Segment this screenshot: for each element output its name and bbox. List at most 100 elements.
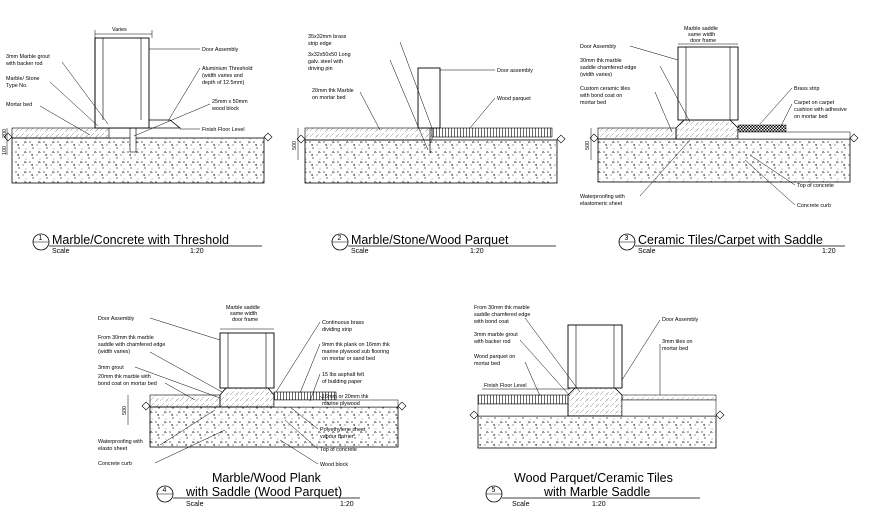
detail-5-label: Door Assembly <box>662 317 699 323</box>
detail-1-label: Door Assembly <box>202 47 239 53</box>
detail-4-scale-value: 1:20 <box>340 501 354 508</box>
detail-2-label: Wood parquet <box>497 96 531 102</box>
detail-3-dim-500: 500 <box>585 141 591 150</box>
detail-2-label: strip edge <box>308 41 332 47</box>
detail-3-number: 3 <box>625 235 629 242</box>
detail-1-number: 1 <box>39 235 43 242</box>
detail-5-label: with backer rod <box>473 339 511 345</box>
detail-4-scale-label: Scale <box>186 501 204 508</box>
detail-1-label: Finish Floor Level <box>202 127 245 133</box>
detail-4-label: of building paper <box>322 379 362 385</box>
detail-5-saddle <box>567 387 623 417</box>
detail-4-label: Concrete curb <box>98 461 132 467</box>
detail-1-label: Aluminium Threshold <box>202 66 253 72</box>
detail-2-wood-parquet <box>431 127 553 138</box>
detail-4-label: Continuous brass <box>322 320 364 326</box>
detail-4-title: Marble/Wood Plank <box>212 471 322 485</box>
detail-3-dim-saddle: door frame <box>690 38 716 44</box>
detail-4-label: Door Assembly <box>98 316 135 322</box>
detail-3-label: on mortar bed <box>794 114 828 120</box>
detail-4-label: marine plywood sub flooring <box>322 349 389 355</box>
detail-1-scale-value: 1:20 <box>190 248 204 255</box>
detail-3-label: Brass strip <box>794 86 819 92</box>
detail-4-dim-saddle: same width <box>230 311 257 317</box>
detail-4-dim-saddle: Marble saddle <box>226 305 260 311</box>
detail-3-label: Top of concrete <box>797 183 834 189</box>
detail-1-title: Marble/Concrete with Threshold <box>52 233 229 247</box>
detail-1: Varies 100 200 3mm Marble grout with bac… <box>2 27 273 255</box>
detail-5-label: mortar bed <box>474 361 500 367</box>
detail-2-marble-layer <box>304 127 433 141</box>
detail-4: Marble saddle same width door frame 500 … <box>98 305 407 508</box>
detail-3-label: Door Assembly <box>580 44 617 50</box>
detail-5-label: From 30mm thk marble <box>474 305 530 311</box>
detail-4-concrete-slab <box>149 406 399 448</box>
detail-2: 500 35x32mm brass strip edge 3x32x50x50 … <box>292 34 566 255</box>
detail-2-label: galv. steel with <box>308 59 343 65</box>
detail-4-dim-500: 500 <box>122 406 128 415</box>
detail-4-saddle <box>219 387 275 408</box>
detail-1-label: with backer rod <box>5 61 43 67</box>
detail-1-scale-label: Scale <box>52 248 70 255</box>
detail-5-label: 3mm marble grout <box>474 332 518 338</box>
detail-2-scale-label: Scale <box>351 248 369 255</box>
detail-4-label: Top of concrete <box>320 447 357 453</box>
detail-3-scale-value: 1:20 <box>822 248 836 255</box>
detail-3-title: Ceramic Tiles/Carpet with Saddle <box>638 233 823 247</box>
detail-5-title-line2: with Marble Saddle <box>543 485 650 499</box>
detail-3-label: Custom ceramic tiles <box>580 86 630 92</box>
detail-3-ceramic-tiles <box>597 127 677 140</box>
detail-5-scale-value: 1:20 <box>592 501 606 508</box>
detail-2-title: Marble/Stone/Wood Parquet <box>351 233 509 247</box>
detail-3-dim-saddle: Marble saddle <box>684 26 718 32</box>
detail-1-door-frame <box>94 37 150 129</box>
detail-4-label: dividing strip <box>322 327 352 333</box>
detail-3-concrete-slab <box>597 138 851 183</box>
detail-4-label: saddle with chamfered edge <box>98 342 165 348</box>
detail-4-label: vapour barrier <box>320 434 354 440</box>
detail-5: From 30mm thk marble saddle chamfered ed… <box>469 305 725 508</box>
detail-4-label: (width varies) <box>98 349 130 355</box>
detail-4-label: Wood block <box>320 462 348 468</box>
detail-5-wood-parquet <box>477 394 569 405</box>
detail-1-label: Marble/ Stone <box>6 76 40 82</box>
detail-2-label: 20mm thk Marble <box>312 88 354 94</box>
detail-4-door-frame <box>219 332 275 389</box>
detail-3-scale-label: Scale <box>638 248 656 255</box>
detail-3-label: Concrete curb <box>797 203 831 209</box>
detail-4-number: 4 <box>163 487 167 494</box>
detail-2-number: 2 <box>338 235 342 242</box>
detail-2-concrete-slab <box>304 139 558 184</box>
detail-1-dim-100: 100 <box>2 146 8 155</box>
detail-4-label: 20mm thk marble with <box>98 374 151 380</box>
detail-1-concrete-slab <box>11 137 265 184</box>
detail-3-label: Carpet on carpet <box>794 100 835 106</box>
detail-3-dim-saddle: same width <box>688 32 715 38</box>
detail-3-label: saddle chamfered edge <box>580 65 636 71</box>
detail-1-label: wood block <box>211 106 239 112</box>
detail-5-label: 3mm tiles on <box>662 339 693 345</box>
detail-2-dim-500: 500 <box>292 141 298 150</box>
detail-2-label: Door assembly <box>497 68 533 74</box>
detail-5-title: Wood Parquet/Ceramic Tiles <box>514 471 673 485</box>
detail-5-number: 5 <box>492 487 496 494</box>
detail-3-label: 30mm thk marble <box>580 58 622 64</box>
detail-1-marble-layer <box>11 127 110 139</box>
detail-4-dim-saddle: door frame <box>232 317 258 323</box>
detail-1-label: Type No. <box>6 83 28 89</box>
detail-3-door-frame <box>677 46 739 121</box>
detail-4-title-line2: with Saddle (Wood Parquet) <box>185 485 342 499</box>
detail-2-label: 35x32mm brass <box>308 34 347 40</box>
detail-1-label: Mortar bed <box>6 102 32 108</box>
detail-1-wood-block <box>129 127 137 153</box>
detail-3-carpet <box>737 124 787 133</box>
detail-5-concrete-slab <box>477 415 717 449</box>
detail-2-door <box>417 67 441 129</box>
detail-5-scale-label: Scale <box>512 501 530 508</box>
detail-5-label: saddle chamfered edge <box>474 312 530 318</box>
detail-4-label: 3mm grout <box>98 365 124 371</box>
detail-3-label: elastomeric sheet <box>580 201 623 207</box>
detail-1-label: 25mm x 50mm <box>212 99 248 105</box>
detail-4-label: Waterproofing with <box>98 439 143 445</box>
